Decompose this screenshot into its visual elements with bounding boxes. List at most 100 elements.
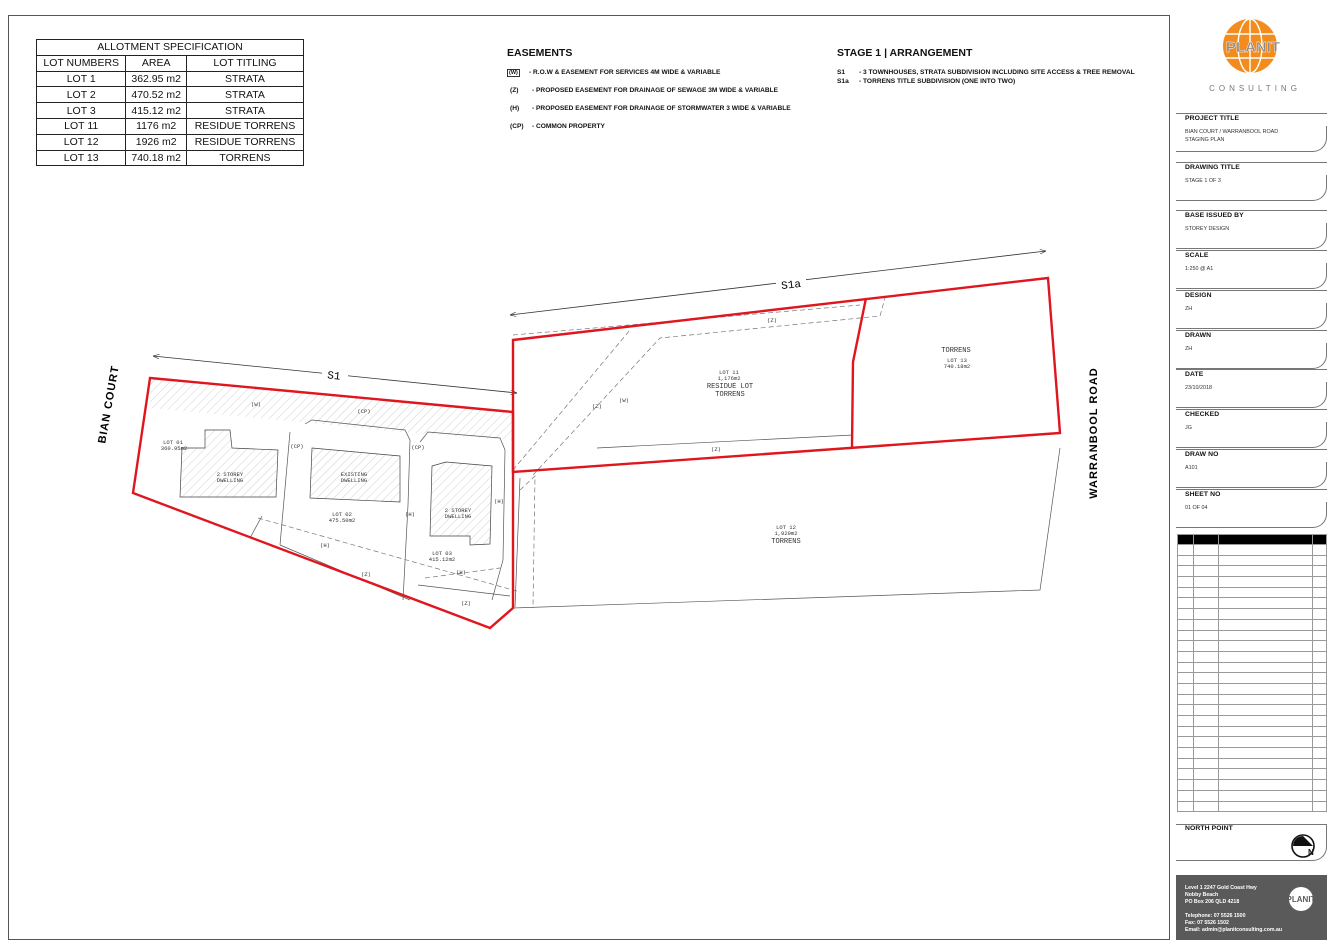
lot-13-label: LOT 13 bbox=[947, 357, 967, 364]
lot-11-area: 1,176m2 bbox=[717, 375, 740, 382]
revision-cell bbox=[1217, 597, 1314, 610]
lot-13-boundary bbox=[850, 297, 868, 448]
revision-row bbox=[1177, 650, 1327, 663]
lot-03-area: 415.12m2 bbox=[429, 556, 455, 563]
easement-key: (H) bbox=[510, 105, 520, 112]
lot-12-titling: TORRENS bbox=[771, 538, 800, 546]
revision-row bbox=[1177, 618, 1327, 631]
tag-z: (Z) bbox=[461, 600, 471, 607]
lot-13-titling: TORRENS bbox=[941, 347, 970, 355]
revision-row bbox=[1177, 661, 1327, 674]
revision-cell bbox=[1177, 618, 1194, 631]
revision-cell bbox=[1192, 747, 1219, 759]
title-block-label: DRAWING TITLE bbox=[1185, 164, 1240, 171]
title-block-value: JG bbox=[1185, 425, 1192, 431]
revision-row bbox=[1177, 747, 1327, 759]
revision-cell bbox=[1177, 757, 1194, 770]
revision-row bbox=[1177, 800, 1327, 813]
revision-row bbox=[1177, 789, 1327, 802]
lot-02-label: LOT 02 bbox=[332, 511, 352, 518]
lot-number-cell: LOT 1 bbox=[35, 70, 127, 88]
revision-cell bbox=[1312, 650, 1327, 663]
revision-row bbox=[1177, 682, 1327, 695]
revision-cell bbox=[1217, 576, 1314, 588]
revision-cell bbox=[1312, 757, 1327, 770]
revision-cell bbox=[1177, 747, 1194, 759]
planit-logo: PLANIT CONSULTING bbox=[1209, 18, 1297, 93]
revision-cell bbox=[1217, 661, 1314, 674]
revision-cell bbox=[1217, 554, 1314, 567]
revision-cell bbox=[1312, 693, 1327, 706]
revision-row bbox=[1177, 715, 1327, 727]
revision-cell bbox=[1177, 736, 1194, 749]
title-block-label: DRAWN bbox=[1185, 332, 1212, 339]
titling-cell: TORRENS bbox=[185, 149, 305, 167]
north-point-label: NORTH POINT bbox=[1185, 825, 1233, 832]
title-block-rule bbox=[1176, 824, 1327, 825]
revision-cell bbox=[1192, 693, 1219, 706]
tag-cp: (CP) bbox=[290, 443, 303, 450]
revision-cell bbox=[1312, 544, 1327, 556]
tag-h: (H) bbox=[320, 542, 330, 549]
lot-13-area: 740.18m2 bbox=[944, 363, 970, 370]
area-cell: 362.95 m2 bbox=[125, 70, 187, 88]
revision-cell bbox=[1177, 608, 1194, 620]
revision-cell bbox=[1217, 779, 1314, 791]
revision-cell bbox=[1217, 608, 1314, 620]
revision-cell bbox=[1192, 661, 1219, 674]
revision-cell bbox=[1312, 672, 1327, 684]
dimension-label-s1a: S1a bbox=[781, 279, 803, 293]
revision-cell bbox=[1192, 586, 1219, 599]
revision-cell bbox=[1217, 747, 1314, 759]
revision-cell bbox=[1312, 586, 1327, 599]
tag-w: (W) bbox=[619, 397, 629, 404]
site-plan-drawing: S1 S1a BIAN COURT WARRANBOOL ROAD bbox=[96, 0, 1100, 630]
revision-cell bbox=[1192, 576, 1219, 588]
tag-h: (H) bbox=[456, 569, 466, 576]
road-label-bian-court: BIAN COURT bbox=[96, 365, 122, 445]
revision-cell bbox=[1312, 661, 1327, 674]
revision-cell bbox=[1177, 672, 1194, 684]
allotment-specification-table: ALLOTMENT SPECIFICATION LOT NUMBERS AREA… bbox=[35, 39, 305, 167]
revision-row bbox=[1177, 544, 1327, 556]
lot-01-area: 360.95m2 bbox=[161, 445, 187, 452]
title-block-value-box bbox=[1176, 502, 1327, 528]
easement-key: (W) bbox=[507, 69, 520, 77]
area-cell: 1926 m2 bbox=[125, 133, 187, 151]
revision-cell bbox=[1192, 554, 1219, 567]
revision-cell bbox=[1312, 629, 1327, 642]
revision-cell bbox=[1312, 682, 1327, 695]
title-block-value: STOREY DESIGN bbox=[1185, 226, 1230, 232]
revision-cell bbox=[1217, 736, 1314, 749]
titling-cell: STRATA bbox=[185, 86, 305, 104]
revision-cell bbox=[1192, 736, 1219, 749]
title-block-label: DRAW NO bbox=[1185, 451, 1219, 458]
title-block-label: SCALE bbox=[1185, 252, 1209, 259]
revision-cell bbox=[1177, 789, 1194, 802]
tag-h: (H) bbox=[405, 511, 415, 518]
title-block-value: 1:250 @ A1 bbox=[1185, 266, 1214, 272]
revision-row bbox=[1177, 725, 1327, 738]
revision-row bbox=[1177, 629, 1327, 642]
title-block-value: 01 OF 04 bbox=[1185, 505, 1208, 511]
revision-row bbox=[1177, 779, 1327, 791]
stage-title: STAGE 1 | ARRANGEMENT bbox=[837, 47, 973, 59]
title-block-value-box bbox=[1176, 303, 1327, 329]
revision-cell bbox=[1177, 768, 1194, 781]
revision-row bbox=[1177, 597, 1327, 610]
revision-cell bbox=[1177, 661, 1194, 674]
column-header-lot-numbers: LOT NUMBERS bbox=[35, 54, 127, 72]
title-block-rule bbox=[1176, 250, 1327, 251]
tag-cp: (CP) bbox=[357, 408, 370, 415]
revision-cell bbox=[1192, 682, 1219, 695]
tag-z: (Z) bbox=[767, 317, 777, 324]
contact-logo: PLANIT bbox=[1287, 887, 1316, 911]
north-point-box bbox=[1176, 824, 1327, 861]
revision-row bbox=[1177, 704, 1327, 716]
title-block-rule bbox=[1176, 449, 1327, 450]
revision-cell bbox=[1177, 650, 1194, 663]
revision-cell bbox=[1312, 640, 1327, 652]
